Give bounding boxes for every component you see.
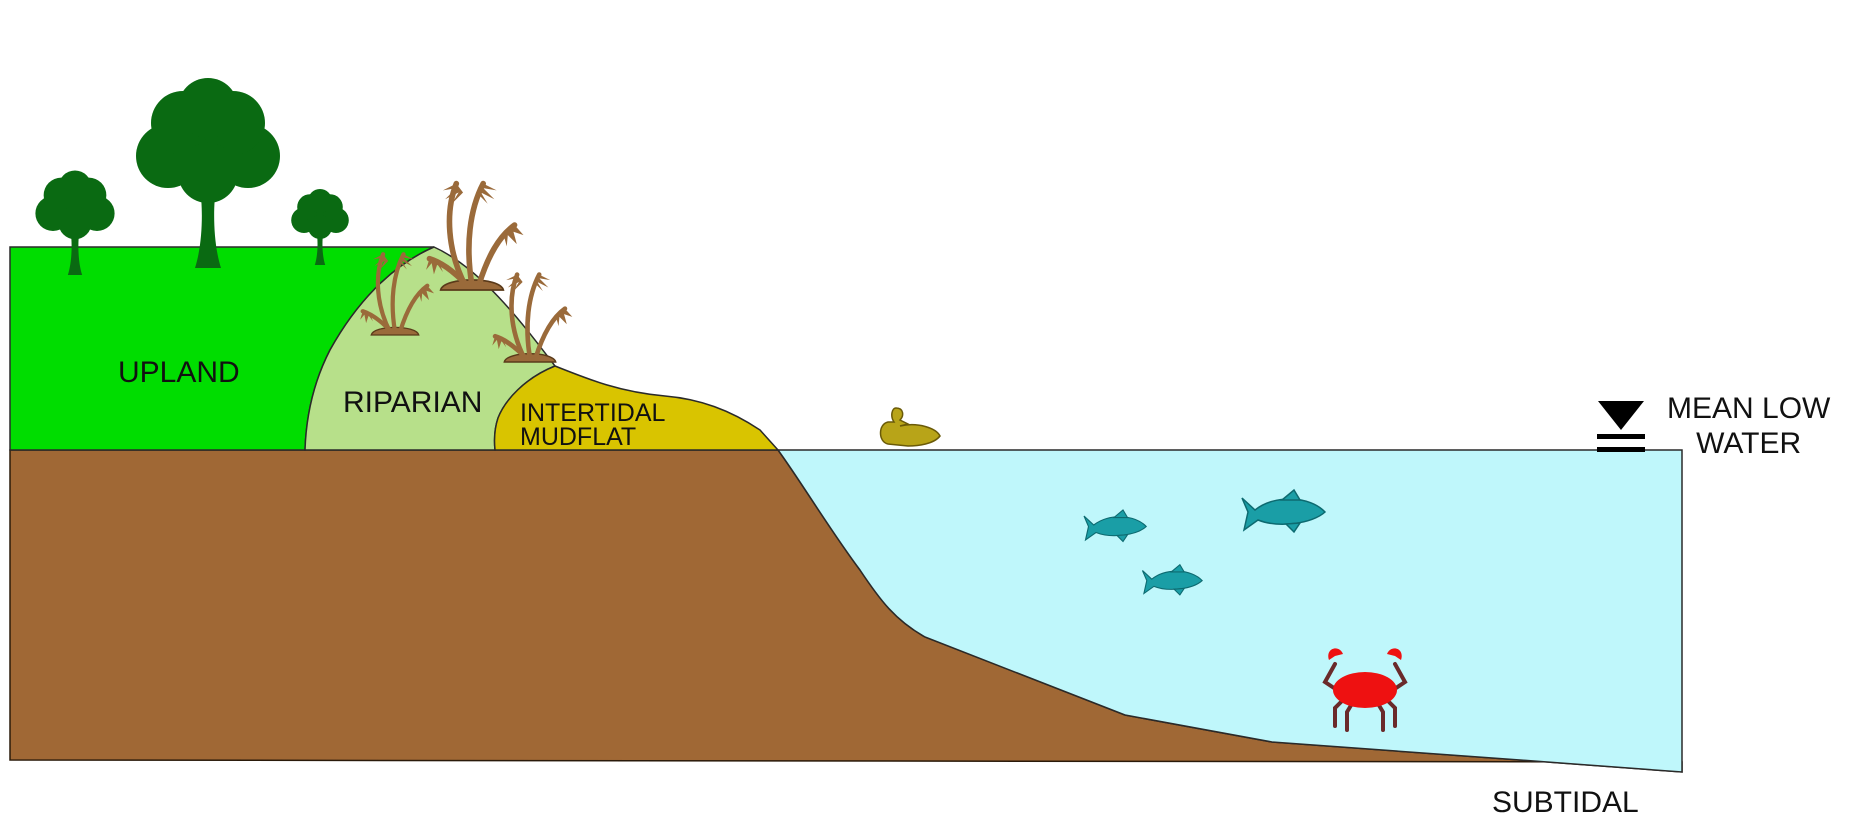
intertidal-mudflat-label: INTERTIDAL MUDFLAT: [520, 401, 665, 449]
tree-icon: [136, 78, 280, 268]
mean-low-label: MEAN LOW: [1667, 391, 1830, 426]
riparian-label: RIPARIAN: [343, 386, 482, 420]
mean-low-water-label: MEAN LOW WATER: [1667, 391, 1830, 461]
upland-label: UPLAND: [118, 356, 240, 390]
subtidal-label: SUBTIDAL: [1492, 786, 1639, 820]
water-level-symbol-icon: [1597, 401, 1645, 452]
intertidal-label: INTERTIDAL: [520, 401, 665, 425]
water-label: WATER: [1667, 426, 1830, 461]
duck-icon: [881, 408, 941, 446]
mudflat-label: MUDFLAT: [520, 425, 665, 449]
